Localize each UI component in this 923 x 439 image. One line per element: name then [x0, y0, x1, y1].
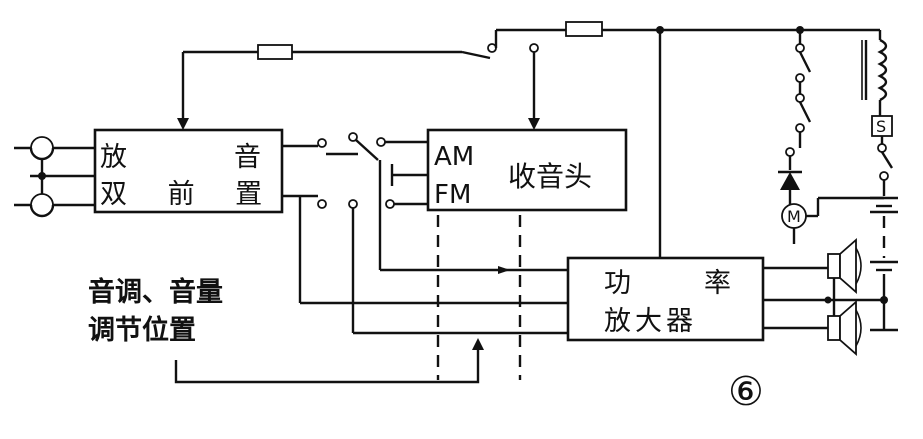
motor-letter: M: [787, 207, 801, 226]
controls-caption-line2: 调节位置: [88, 314, 196, 346]
tuner-block: AM FM 收音头: [426, 128, 628, 212]
speaker-icon: [827, 253, 841, 279]
power-line-top: [183, 21, 880, 60]
preamp-block: 放 音 双 前 置: [93, 128, 284, 214]
tuner-am-label: AM: [434, 142, 474, 172]
solenoid-branch: S: [861, 30, 898, 332]
diode-icon: [780, 172, 800, 190]
amp-label-row1-left: 功: [604, 268, 631, 299]
coil-icon: [877, 38, 888, 102]
fm-switch: [282, 194, 428, 209]
preamp-label-right: 音: [234, 142, 261, 173]
figure-number: ⑥: [728, 369, 764, 415]
tuner-name: 收音头: [508, 160, 592, 193]
motor-branch: M: [778, 30, 884, 244]
control-linkage: [174, 215, 522, 384]
source-selector-switch: [282, 132, 428, 186]
preamp-label-second-row: 双 前 置: [100, 179, 278, 210]
tuner-power-arrow: [528, 43, 540, 130]
amp-label-row1-right: 率: [704, 268, 731, 299]
signal-lines: [298, 160, 568, 335]
preamp-power-arrow: [177, 52, 189, 130]
amp-label-row2: 放大器: [604, 306, 697, 337]
amplifier-block: 功 率 放大器: [566, 256, 765, 342]
tuner-fm-label: FM: [434, 180, 471, 210]
controls-caption-line1: 音调、音量: [88, 276, 223, 308]
input-jacks: [14, 136, 95, 218]
solenoid-letter: S: [876, 117, 886, 136]
speaker-icon: [827, 315, 841, 341]
speaker-outputs: [763, 238, 888, 356]
preamp-label-left: 放: [100, 142, 127, 173]
